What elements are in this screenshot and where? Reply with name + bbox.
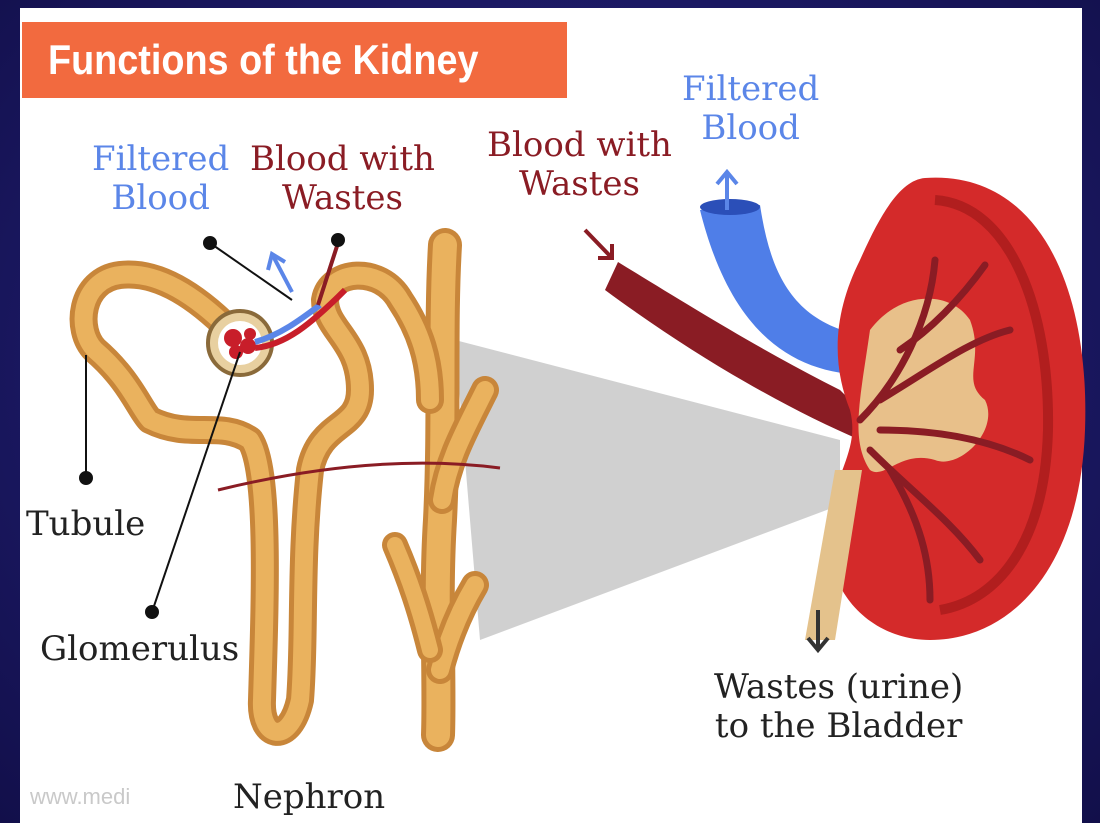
label-line: Wastes (487, 165, 672, 204)
kidney-filtered-blood-label: Filtered Blood (682, 70, 819, 148)
nephron-filtered-blood-label: Filtered Blood (92, 140, 229, 218)
glomerulus-label: Glomerulus (40, 630, 239, 669)
watermark: www.medi (30, 784, 130, 810)
label-line: Filtered (92, 140, 229, 179)
tubule-label: Tubule (26, 505, 145, 544)
label-line: Wastes (urine) (714, 668, 963, 707)
label-line: Filtered (682, 70, 819, 109)
label-line: Blood (92, 179, 229, 218)
label-line: Blood with (250, 140, 435, 179)
nephron-label: Nephron (233, 778, 385, 817)
kidney-blood-with-wastes-label: Blood with Wastes (487, 126, 672, 204)
wastes-to-bladder-label: Wastes (urine) to the Bladder (714, 668, 963, 746)
nephron-blood-with-wastes-label: Blood with Wastes (250, 140, 435, 218)
title-banner: Functions of the Kidney (22, 22, 567, 98)
label-line: Blood (682, 109, 819, 148)
label-line: to the Bladder (714, 707, 963, 746)
label-line: Blood with (487, 126, 672, 165)
page-title: Functions of the Kidney (48, 36, 478, 84)
label-line: Wastes (250, 179, 435, 218)
